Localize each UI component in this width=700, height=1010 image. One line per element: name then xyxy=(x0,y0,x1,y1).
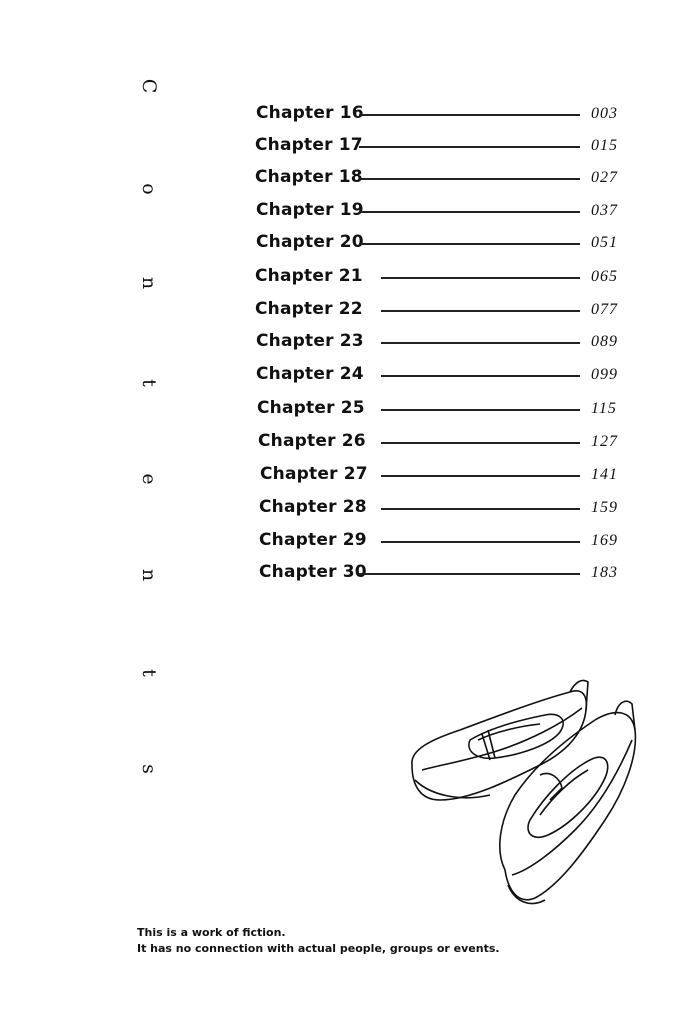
chapter-label: Chapter 30 xyxy=(259,562,367,582)
page-number: 141 xyxy=(591,466,618,483)
toc-entry[interactable]: Chapter 21 065 xyxy=(0,266,700,290)
disclaimer-line-1: This is a work of fiction. xyxy=(137,926,286,939)
chapter-label: Chapter 18 xyxy=(255,167,363,187)
toc-entry[interactable]: Chapter 23 089 xyxy=(0,331,700,355)
chapter-label: Chapter 19 xyxy=(256,200,364,220)
toc-entry[interactable]: Chapter 29 169 xyxy=(0,530,700,554)
chapter-label: Chapter 26 xyxy=(258,431,366,451)
leader-line xyxy=(359,114,580,116)
page-number: 089 xyxy=(591,333,618,350)
leader-line xyxy=(359,178,580,180)
chapter-label: Chapter 20 xyxy=(256,232,364,252)
toc-entry[interactable]: Chapter 16 003 xyxy=(0,103,700,127)
leader-line xyxy=(359,146,580,148)
toc-entry[interactable]: Chapter 22 077 xyxy=(0,299,700,323)
toc-entry[interactable]: Chapter 26 127 xyxy=(0,431,700,455)
chapter-label: Chapter 16 xyxy=(256,103,364,123)
toc-entry[interactable]: Chapter 30 183 xyxy=(0,562,700,586)
page-number: 127 xyxy=(591,433,618,450)
chapter-label: Chapter 27 xyxy=(260,464,368,484)
toc-entry[interactable]: Chapter 19 037 xyxy=(0,200,700,224)
leader-line xyxy=(381,508,580,510)
chapter-label: Chapter 17 xyxy=(255,135,363,155)
leader-line xyxy=(359,243,580,245)
disclaimer-line-2: It has no connection with actual people,… xyxy=(137,942,500,955)
chapter-label: Chapter 24 xyxy=(256,364,364,384)
page-number: 051 xyxy=(591,234,618,251)
page-number: 115 xyxy=(591,400,617,417)
toc-entry[interactable]: Chapter 24 099 xyxy=(0,364,700,388)
page-number: 015 xyxy=(591,137,618,154)
toc-entry[interactable]: Chapter 18 027 xyxy=(0,167,700,191)
leader-line xyxy=(381,475,580,477)
page-number: 037 xyxy=(591,202,618,219)
page-number: 077 xyxy=(591,301,618,318)
toc-entry[interactable]: Chapter 25 115 xyxy=(0,398,700,422)
chapter-label: Chapter 22 xyxy=(255,299,363,319)
title-letter: t xyxy=(138,669,160,677)
toc-entry[interactable]: Chapter 27 141 xyxy=(0,464,700,488)
toc-entry[interactable]: Chapter 17 015 xyxy=(0,135,700,159)
page-number: 159 xyxy=(591,499,618,516)
leader-line xyxy=(381,442,580,444)
toc-entry[interactable]: Chapter 20 051 xyxy=(0,232,700,256)
leader-line xyxy=(359,573,580,575)
leader-line xyxy=(381,342,580,344)
leader-line xyxy=(381,277,580,279)
chapter-label: Chapter 25 xyxy=(257,398,365,418)
leader-line xyxy=(359,211,580,213)
title-letter: C xyxy=(138,78,160,94)
page-number: 169 xyxy=(591,532,618,549)
page-number: 065 xyxy=(591,268,618,285)
leader-line xyxy=(381,541,580,543)
title-letter: s xyxy=(138,764,160,774)
chapter-label: Chapter 28 xyxy=(259,497,367,517)
leader-line xyxy=(381,409,580,411)
chapter-label: Chapter 21 xyxy=(255,266,363,286)
chapter-label: Chapter 29 xyxy=(259,530,367,550)
page-number: 099 xyxy=(591,366,618,383)
shoes-illustration xyxy=(411,679,637,905)
page-number: 003 xyxy=(591,105,618,122)
toc-entry[interactable]: Chapter 28 159 xyxy=(0,497,700,521)
page-number: 183 xyxy=(591,564,618,581)
chapter-label: Chapter 23 xyxy=(256,331,364,351)
leader-line xyxy=(381,375,580,377)
page-number: 027 xyxy=(591,169,618,186)
leader-line xyxy=(381,310,580,312)
